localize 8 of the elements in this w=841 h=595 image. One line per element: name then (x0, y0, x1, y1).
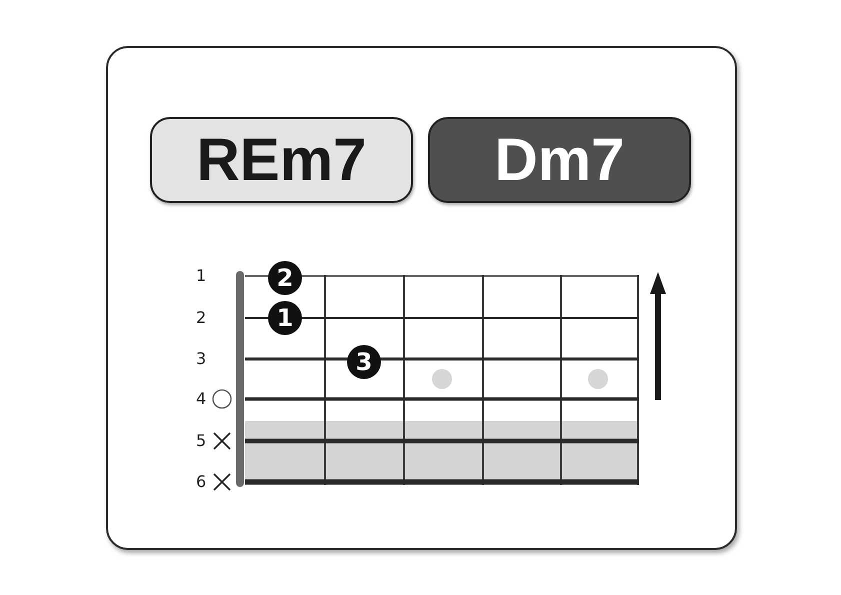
chord-name-panel: REm7 (150, 117, 413, 203)
string-number: 5 (196, 432, 206, 450)
string-number: 1 (196, 267, 206, 285)
string-number: 3 (196, 350, 206, 368)
chord-name-panel: Dm7 (428, 117, 691, 203)
string-number: 4 (196, 390, 206, 408)
string-number: 2 (196, 309, 206, 327)
string-number: 6 (196, 473, 206, 491)
